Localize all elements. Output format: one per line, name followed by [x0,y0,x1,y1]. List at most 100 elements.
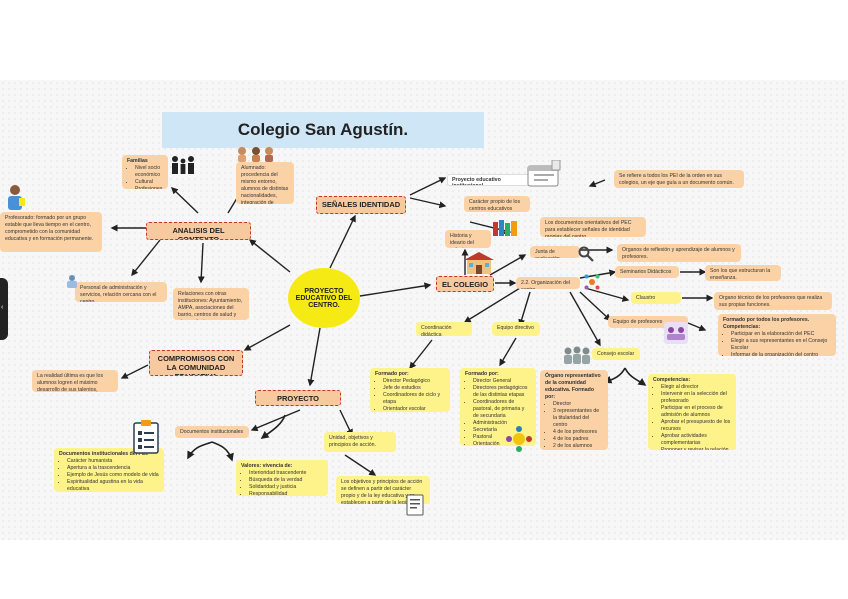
profesorado-text: Profesorado: formado por un grupo establ… [5,215,93,242]
list-item: Nivel socio económico [135,165,163,179]
list-item: Aprobar actividades complementarias [661,433,731,447]
unidad-box[interactable]: Unidad, objetivos y principios de acción… [324,432,396,452]
list-item: Ejemplo de Jesús como modelo de vida [67,472,159,479]
list-item: 2 de los alumnos [553,443,603,450]
relaciones-box: Relaciones con otras instituciones: Ayun… [173,288,249,320]
formado-box: Formado por todos los profesores. Compet… [718,314,836,356]
profesorado-box: Profesorado: formado por un grupo establ… [0,212,102,252]
header-senales[interactable]: SEÑALES IDENTIDAD [316,196,406,214]
checklist-icon [133,420,159,454]
equipo-dir-box[interactable]: Equipo directivo [492,322,540,336]
docs-list: Carácter humanistaApertura a la trascend… [59,458,159,492]
center-node-label: PROYECTO EDUCATIVO DEL CENTRO. [294,288,354,309]
document-icon [406,494,424,516]
valores-list: Interioridad trascendenteBúsqueda de la … [241,470,323,496]
claustro-nota-text: Organo técnico de los profesores que rea… [719,295,822,308]
organizacion-box[interactable]: 2.2. Organización del centro [516,277,580,289]
coord-list-title: Formado por: [375,371,445,378]
list-item: Apertura a la trascendencia [67,465,159,472]
formado-title: Formado por todos los profesores. Compet… [723,317,831,331]
list-item: Director [553,401,603,408]
list-item: Búsqueda de la verdad [249,477,323,484]
seminarios-box[interactable]: Seminarios Didácticos [615,266,679,278]
documentos-text: Documentos institucionales [180,429,243,435]
consejo-escolar-box: Órgano representativo de la comunidad ed… [540,370,608,450]
teacher-icon [4,184,26,214]
familias-box: Familias Nivel socio económicoCulturalPr… [122,155,168,189]
header-proyecto-label: PROYECTO EDUCATIVO [276,394,320,406]
list-item: Profesiones de los padres [135,186,163,189]
list-item: Participar en el proceso de admisión de … [661,405,731,419]
seminarios-nota-box: Son los que estructuran la enseñanza. [705,265,781,281]
familias-title: Familias [127,158,163,165]
page-title: Colegio San Agustín. [162,112,484,148]
header-analisis[interactable]: ANALISIS DEL CONTEXTO [146,222,251,240]
network-icon [584,274,600,290]
list-item: Cultural [135,179,163,186]
realidad-text: La realidad última es que los alumnos lo… [37,373,103,392]
competencias-box: Competencias: Elegir al directorInterven… [648,374,736,450]
side-panel-toggle[interactable]: ‹ [0,278,8,340]
consejo-box[interactable]: Consejo escolar [592,348,640,360]
caracter-box: Carácter propio de los centros educativo… [464,196,530,212]
proyecto-inst-text: Proyecto educativo institucional. [452,177,501,186]
list-item: Interioridad trascendente [249,470,323,477]
list-item: Director General [473,378,531,385]
calendar-icon [526,160,564,188]
header-colegio-label: EL COLEGIO [442,280,488,289]
list-item: Informar de la organización del centro [731,352,831,356]
list-item: Elegir al director [661,384,731,391]
team-icon [664,322,688,344]
coord-list: Director PedagógicoJefe de estudiosCoord… [375,378,445,412]
junta-nota-box: Organos de reflexión y aprendizaje de al… [617,244,741,262]
consejo-text: Consejo escolar [597,351,634,357]
header-analisis-label: ANALISIS DEL CONTEXTO [172,226,224,240]
family-icon [170,155,196,175]
seminarios-text: Seminarios Didácticos [620,269,671,275]
list-item: Coordinadores de ciclo y etapa [383,392,445,406]
formado-list: Participar en la elaboración del PECEleg… [723,331,831,356]
page-title-text: Colegio San Agustín. [238,120,408,140]
pei-nota-text: Se refiere a todos los PEI de la orden e… [619,173,734,186]
coord-list-box: Formado por: Director PedagógicoJefe de … [370,368,450,412]
list-item: Participar en la elaboración del PEC [731,331,831,338]
equipo-dir-text: Equipo directivo [497,325,534,331]
personal-text: Personal de administración y servicios, … [80,285,156,302]
list-item: Responsabilidad [249,491,323,496]
list-item: Intervenir en la selección del profesora… [661,391,731,405]
claustro-box[interactable]: Claustro [631,292,681,304]
students-icon [236,146,276,162]
list-item: Coordinadores de pastoral, de primaria y… [473,399,531,420]
coordinacion-text: Coordinación didáctica [421,325,452,336]
header-colegio[interactable]: EL COLEGIO [436,276,494,292]
header-compromisos[interactable]: COMPROMISOS CON LA COMUNIDAD EDUCATIVA [149,350,243,376]
header-proyecto[interactable]: PROYECTO EDUCATIVO [255,390,341,406]
school-building-icon [464,252,494,274]
junta-text: Junta de evaluación [535,249,560,258]
competencias-list: Elegir al directorIntervenir en la selec… [653,384,731,450]
personal-box: Personal de administración y servicios, … [75,282,167,302]
team-circle-icon [506,426,532,452]
list-item: Director Pedagógico [383,378,445,385]
worker-icon [64,274,80,288]
list-item: Directores pedagógicos de las distintas … [473,385,531,399]
coordinacion-box[interactable]: Coordinación didáctica [416,322,472,336]
junta-box[interactable]: Junta de evaluación [530,246,580,258]
documento-text: Los documentos orientativos del PEC para… [545,220,632,237]
list-item: Carácter humanista [67,458,159,465]
list-item: Proponer y revisar la relación con la co… [661,447,731,450]
competencias-title: Competencias: [653,377,731,384]
alumnado-box: Alumnado: procedencia del mismo entorno,… [236,162,294,204]
relaciones-text: Relaciones con otras instituciones: Ayun… [178,291,242,320]
list-item: Elegir a sus representantes en el Consej… [731,338,831,352]
center-node[interactable]: PROYECTO EDUCATIVO DEL CENTRO. [288,268,360,328]
equipo-prof-text: Equipo de profesores [613,319,662,325]
realidad-box: La realidad última es que los alumnos lo… [32,370,118,392]
junta-nota-text: Organos de reflexión y aprendizaje de al… [622,247,735,260]
list-item: Jefe de estudios [383,385,445,392]
documentos-box[interactable]: Documentos institucionales [175,426,249,438]
list-item: Aprobar el presupuesto de los recursos [661,419,731,433]
claustro-nota-box: Organo técnico de los profesores que rea… [714,292,832,310]
dir-list-title: Formado por: [465,371,531,378]
chevron-left-icon[interactable]: ‹ [1,304,3,311]
